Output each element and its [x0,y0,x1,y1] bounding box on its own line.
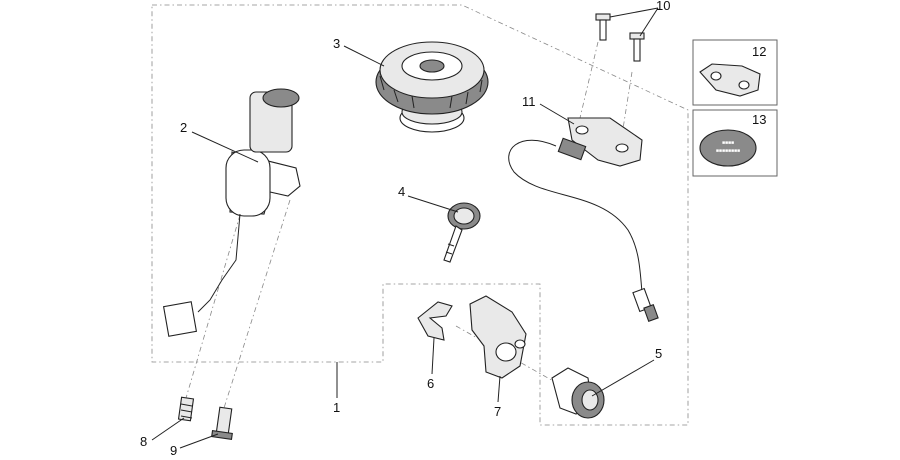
label-7: 7 [494,404,501,419]
screw-guide-8 [185,214,241,399]
label-6: 6 [427,376,434,391]
label-8: 8 [140,434,147,449]
screw-10a [595,13,611,41]
leader-10b [639,7,659,37]
svg-text:■■■■: ■■■■ [722,140,734,146]
label-12: 12 [752,44,766,59]
leader-8 [151,417,185,441]
label-4: 4 [398,184,405,199]
screw-guide-10b [621,71,633,136]
leader-10a [609,7,659,18]
screw-8 [177,396,195,422]
label-5: 5 [655,346,662,361]
bracket-7 [469,295,527,379]
leader-7 [497,375,501,403]
ignition-switch-2 [162,88,301,337]
label-11: 11 [522,94,536,109]
label-3: 3 [333,36,340,51]
clip-6 [417,301,453,341]
switch-cable-11 [508,117,659,322]
leader-4 [407,195,459,213]
screw-guide-9 [223,199,291,409]
svg-text:■■■■■■■■: ■■■■■■■■ [716,148,740,154]
screw-guide-10a [579,41,599,119]
fuel-cap-3 [375,41,489,133]
screw-10b [629,32,645,62]
leader-2 [191,131,259,163]
leader-11 [539,103,575,125]
leader-9 [179,433,219,449]
leader-5 [591,359,655,397]
screw-9 [211,406,233,440]
key-4 [443,202,481,263]
leader-3 [343,45,385,67]
label-13: 13 [752,112,766,127]
kit-boundary [151,4,689,426]
label-1: 1 [333,400,340,415]
lock-cylinder-5 [551,367,605,419]
label-9: 9 [170,443,177,458]
label-2: 2 [180,120,187,135]
decal-13: ■■■■ ■■■■■■■■ [699,129,757,167]
label-10: 10 [656,0,670,13]
gasket-12 [699,63,761,97]
leader-6 [431,337,435,375]
